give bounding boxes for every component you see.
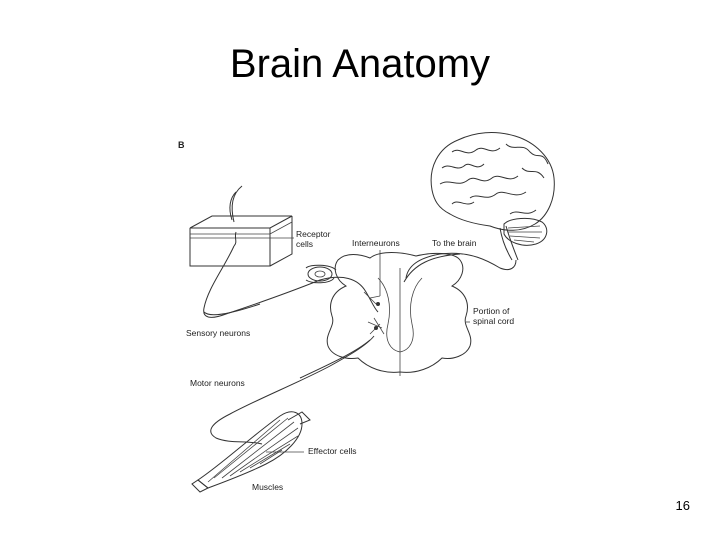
neuron-pathways (203, 245, 517, 445)
label-receptor-cells-2: cells (296, 239, 313, 249)
label-interneurons: Interneurons (352, 238, 400, 248)
page-number: 16 (675, 498, 690, 513)
label-spinal-cord-2: spinal cord (473, 316, 514, 326)
leader-lines (266, 237, 470, 453)
slide-title: Brain Anatomy (229, 42, 491, 86)
panel-letter: B (178, 140, 185, 150)
muscle-illustration (191, 411, 311, 493)
label-sensory-neurons: Sensory neurons (186, 328, 250, 338)
label-motor-neurons: Motor neurons (190, 378, 245, 388)
brain-illustration (430, 132, 555, 261)
reflex-arc-diagram: B (178, 132, 555, 493)
label-to-the-brain: To the brain (432, 238, 477, 248)
label-receptor-cells: Receptor (296, 229, 331, 239)
skin-block-illustration (189, 185, 293, 267)
label-spinal-cord: Portion of (473, 306, 510, 316)
label-effector-cells: Effector cells (308, 446, 357, 456)
label-muscles: Muscles (252, 482, 283, 492)
spinal-cord-illustration (305, 252, 472, 376)
